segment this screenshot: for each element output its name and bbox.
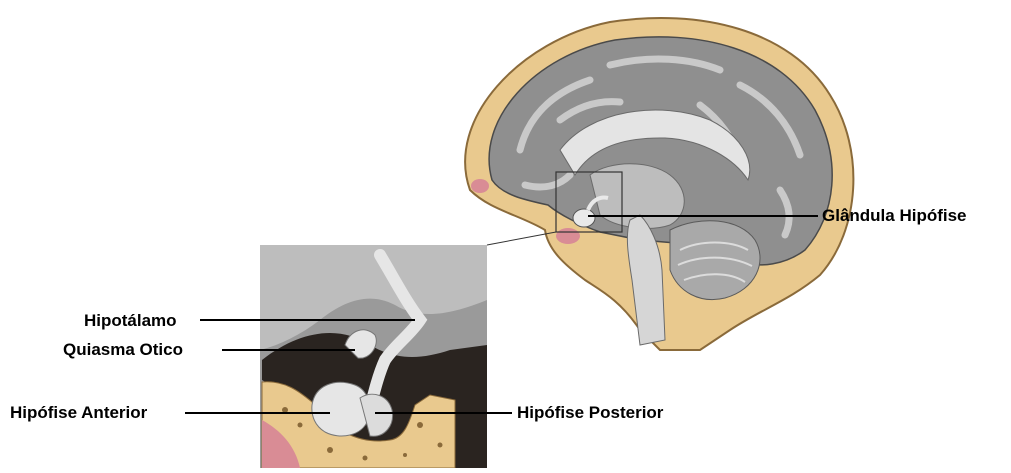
label-hypothalamus: Hipotálamo xyxy=(84,311,177,331)
zoom-connector xyxy=(487,232,556,245)
cerebrum xyxy=(489,37,832,265)
label-posterior-pituitary: Hipófise Posterior xyxy=(517,403,663,423)
label-anterior-pituitary: Hipófise Anterior xyxy=(10,403,147,423)
brain-sagittal-view xyxy=(465,18,853,350)
pituitary-inset xyxy=(260,245,487,468)
frontal-sinus-tissue xyxy=(471,179,489,193)
pituitary-small xyxy=(573,209,595,227)
label-optic-chiasm: Quiasma Otico xyxy=(63,340,183,360)
inset-anterior-pituitary xyxy=(312,382,370,436)
nasal-tissue xyxy=(556,228,580,244)
label-pituitary-gland: Glândula Hipófise xyxy=(822,206,967,226)
